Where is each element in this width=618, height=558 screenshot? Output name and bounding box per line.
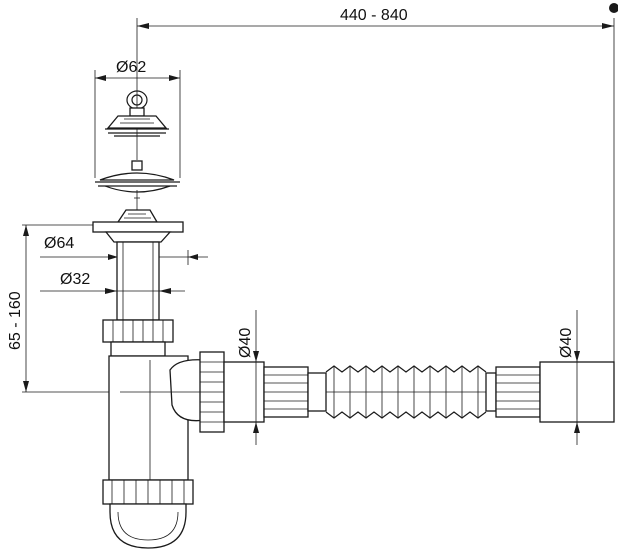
length-range-label: 440 - 840 [340,7,408,24]
tailpiece-diameter-label: Ø32 [60,271,90,288]
drain-cover [95,160,180,210]
corner-dot [609,3,618,13]
flexible-hose [263,361,615,423]
tailpiece [116,241,160,321]
outlet-diameter-label: Ø40 [558,328,575,358]
height-range-label: 65 - 160 [7,291,24,350]
plug-diameter-label: Ø62 [116,59,146,76]
inlet-diameter-label: Ø40 [237,328,254,358]
outlet-nut [199,351,265,433]
flange-diameter-label: Ø64 [44,235,74,252]
plug-diameter-dimension: Ø62 [94,59,181,178]
siphon-body [102,355,206,549]
tailpiece-diameter-dimension: Ø32 [40,271,185,294]
drain-plug [105,90,169,137]
top-nut [102,319,174,357]
length-dimension: 440 - 840 [136,3,618,365]
drain-flange [92,209,184,243]
outlet-diameter-dimension: Ø40 [558,310,580,445]
inlet-diameter-dimension: Ø40 [237,310,259,445]
flange-diameter-dimension: Ø64 [22,224,208,265]
